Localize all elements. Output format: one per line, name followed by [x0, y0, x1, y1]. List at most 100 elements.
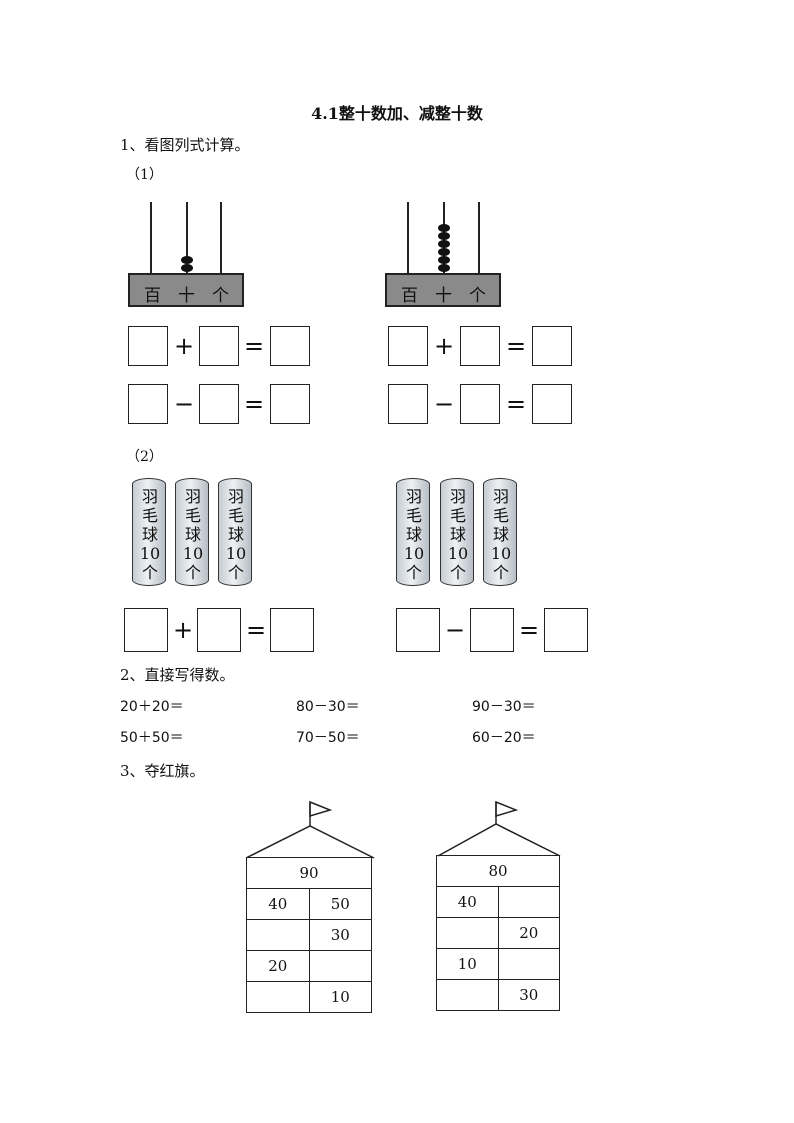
tube-char: 球 [492, 525, 509, 544]
answer-box[interactable] [270, 384, 310, 424]
tube-char: 10 [225, 544, 247, 563]
equals-sign: = [243, 332, 265, 360]
tube-char: 个 [227, 563, 244, 582]
answer-box[interactable] [270, 326, 310, 366]
equals-sign: = [505, 332, 527, 360]
flag-cell[interactable]: 10 [436, 948, 499, 980]
tube-char: 羽 [227, 487, 244, 506]
shuttlecock-tube: 羽 毛 球 10 个 [132, 478, 166, 586]
flag-cell[interactable]: 20 [497, 917, 560, 949]
answer-box[interactable] [128, 326, 168, 366]
tube-label: 羽 毛 球 10 个 [441, 487, 475, 582]
abacus-label-hundreds: 百 [401, 286, 418, 306]
flag-table-right: 80 40 20 10 30 [436, 855, 560, 1011]
answer-box[interactable] [270, 608, 314, 652]
plus-sign: + [433, 332, 455, 360]
abacus-rod [150, 202, 152, 274]
calc-item: 60－20＝ [472, 730, 536, 746]
flag-cell[interactable] [308, 950, 372, 982]
equals-sign: = [505, 390, 527, 418]
flag-cell[interactable]: 40 [246, 888, 310, 920]
flag-roof-right [437, 800, 561, 857]
tube-char: 个 [184, 563, 201, 582]
tube-char: 球 [405, 525, 422, 544]
tube-char: 毛 [184, 506, 201, 525]
tube-label: 羽 毛 球 10 个 [484, 487, 518, 582]
tube-char: 个 [141, 563, 158, 582]
flag-cell[interactable] [246, 919, 310, 951]
flag-cell[interactable] [436, 917, 499, 949]
page-title: 4.1整十数加、减整十数 [311, 104, 483, 123]
calc-item: 20＋20＝ [120, 699, 184, 715]
answer-box[interactable] [460, 384, 500, 424]
q2-heading: 2、直接写得数。 [120, 666, 235, 684]
tube-char: 10 [403, 544, 425, 563]
calc-item: 80－30＝ [296, 699, 360, 715]
minus-sign: − [173, 390, 195, 418]
answer-box[interactable] [388, 326, 428, 366]
q1-heading: 1、看图列式计算。 [120, 136, 250, 154]
tube-char: 10 [490, 544, 512, 563]
tube-char: 羽 [492, 487, 509, 506]
flag-cell[interactable]: 20 [246, 950, 310, 982]
shuttlecock-tube: 羽 毛 球 10 个 [396, 478, 430, 586]
abacus-rod [186, 202, 188, 274]
plus-sign: + [172, 616, 194, 644]
answer-box[interactable] [388, 384, 428, 424]
abacus-bead [181, 264, 193, 272]
minus-sign: − [433, 390, 455, 418]
tube-char: 毛 [449, 506, 466, 525]
abacus-rod [407, 202, 409, 274]
flag-cell[interactable] [497, 948, 560, 980]
tube-char: 10 [447, 544, 469, 563]
answer-box[interactable] [197, 608, 241, 652]
answer-box[interactable] [128, 384, 168, 424]
tube-char: 球 [227, 525, 244, 544]
tube-label: 羽 毛 球 10 个 [397, 487, 431, 582]
tube-char: 毛 [405, 506, 422, 525]
equals-sign: = [518, 616, 540, 644]
tube-char: 个 [449, 563, 466, 582]
tube-char: 毛 [141, 506, 158, 525]
answer-box[interactable] [532, 326, 572, 366]
flag-cell[interactable]: 40 [436, 886, 499, 918]
calc-item: 70－50＝ [296, 730, 360, 746]
tube-char: 个 [405, 563, 422, 582]
tube-char: 球 [449, 525, 466, 544]
answer-box[interactable] [470, 608, 514, 652]
flag-table-top: 90 [246, 857, 372, 889]
equals-sign: = [243, 390, 265, 418]
answer-box[interactable] [124, 608, 168, 652]
answer-box[interactable] [532, 384, 572, 424]
flag-cell[interactable] [436, 979, 499, 1011]
abacus-bead [438, 240, 450, 248]
tube-char: 10 [182, 544, 204, 563]
abacus-label-tens: 十 [178, 286, 195, 306]
calc-item: 50＋50＝ [120, 730, 184, 746]
tube-char: 毛 [492, 506, 509, 525]
calc-item: 90－30＝ [472, 699, 536, 715]
tube-char: 个 [492, 563, 509, 582]
flag-cell[interactable] [246, 981, 310, 1013]
answer-box[interactable] [199, 326, 239, 366]
tube-char: 羽 [184, 487, 201, 506]
flag-icon [309, 800, 333, 818]
flag-cell[interactable] [497, 886, 560, 918]
answer-box[interactable] [396, 608, 440, 652]
answer-box[interactable] [460, 326, 500, 366]
flag-icon [495, 800, 519, 818]
plus-sign: + [173, 332, 195, 360]
answer-box[interactable] [199, 384, 239, 424]
answer-box[interactable] [544, 608, 588, 652]
abacus-bead [438, 264, 450, 272]
flag-cell[interactable]: 30 [497, 979, 560, 1011]
tube-label: 羽 毛 球 10 个 [219, 487, 253, 582]
flag-cell[interactable]: 50 [308, 888, 372, 920]
abacus-label-ones: 个 [212, 286, 229, 306]
shuttlecock-tube: 羽 毛 球 10 个 [440, 478, 474, 586]
abacus-bead [181, 256, 193, 264]
shuttlecock-tube: 羽 毛 球 10 个 [175, 478, 209, 586]
flag-cell[interactable]: 30 [308, 919, 372, 951]
flag-cell[interactable]: 10 [308, 981, 372, 1013]
minus-sign: − [444, 616, 466, 644]
